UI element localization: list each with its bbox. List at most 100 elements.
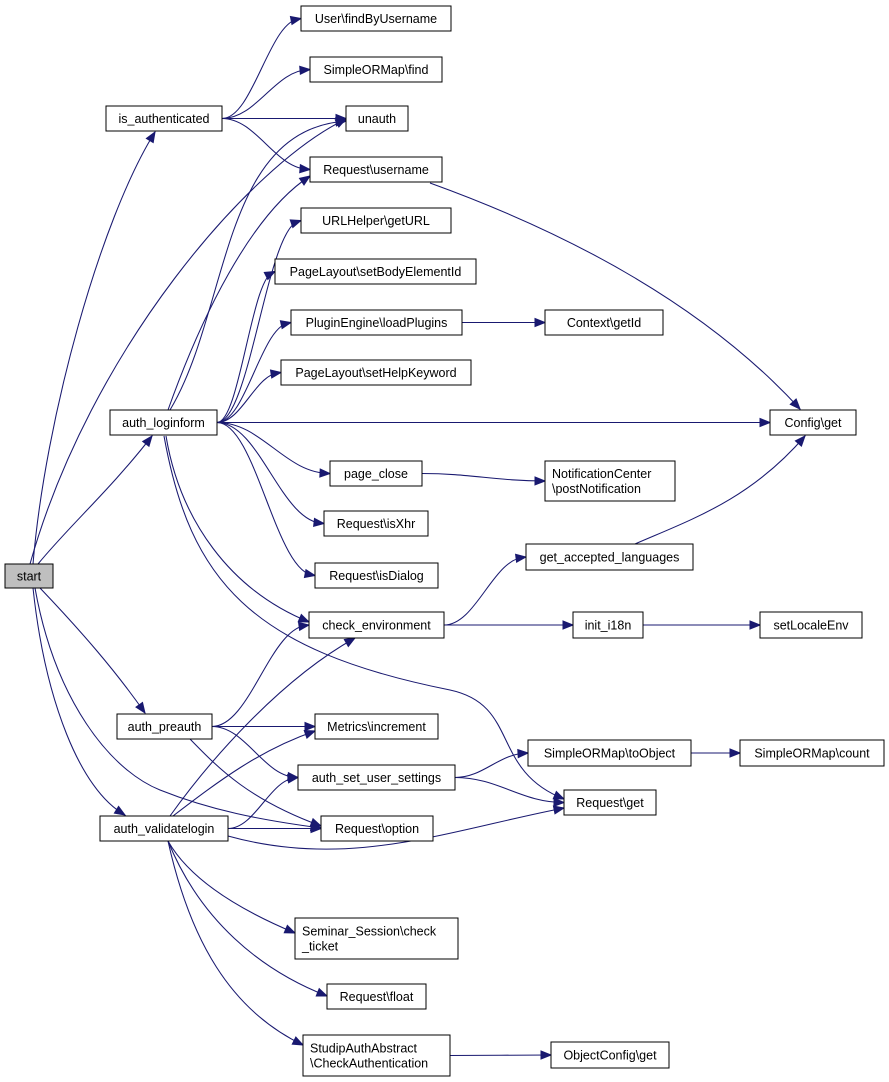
node-box [297, 764, 456, 791]
edge-line [167, 840, 328, 997]
edge-line [216, 421, 325, 525]
node-label: \CheckAuthentication [310, 1057, 428, 1071]
edge-line [454, 752, 529, 779]
node-metrics-increment[interactable]: Metrics\increment [314, 713, 439, 740]
node-urlhelper-geturl[interactable]: URLHelper\getURL [300, 207, 452, 234]
node-label: check_environment [322, 619, 431, 633]
node-box [116, 713, 213, 740]
node-box [525, 543, 694, 571]
node-request-isxhr[interactable]: Request\isXhr [323, 510, 429, 537]
edge-start-to-is-authenticated [32, 130, 156, 565]
node-auth-loginform[interactable]: auth_loginform [109, 409, 218, 436]
edge-line [421, 472, 546, 482]
edge-line [443, 556, 527, 626]
edge-auth-validatelogin-to-seminar-session-check-ticket [167, 840, 297, 934]
node-config-get[interactable]: Config\get [769, 409, 857, 436]
node-box [769, 409, 857, 436]
arrowhead-icon [759, 417, 772, 428]
node-is-authenticated[interactable]: is_authenticated [105, 105, 223, 132]
edge-studipauthabstract-checkauthentication-to-objectconfig-get [449, 1050, 553, 1060]
node-box [302, 1034, 451, 1077]
edge-check-environment-to-get-accepted-languages [443, 553, 528, 626]
node-request-get[interactable]: Request\get [563, 789, 657, 816]
edge-auth-loginform-to-request-get [163, 435, 566, 800]
node-request-isdialog[interactable]: Request\isDialog [314, 562, 439, 589]
arrowhead-icon [749, 620, 762, 630]
node-label: SimpleORMap\find [324, 63, 429, 77]
node-label: User\findByUsername [315, 12, 437, 26]
arrowhead-icon [553, 797, 566, 807]
node-box [544, 309, 664, 336]
node-pagelayout-setbodyelementid[interactable]: PageLayout\setBodyElementId [274, 258, 477, 285]
edge-line [227, 776, 299, 830]
edge-line [449, 1054, 552, 1057]
node-label: Request\isDialog [329, 569, 424, 583]
node-box [314, 713, 439, 740]
edge-start-to-unauth [29, 118, 348, 565]
node-label: unauth [358, 112, 396, 126]
edge-line [211, 624, 310, 728]
node-box [274, 258, 477, 285]
edge-line [227, 807, 565, 850]
edge-page-close-to-notificationcenter-postnotification [421, 472, 547, 486]
node-label: URLHelper\getURL [322, 214, 430, 228]
node-label: Request\username [323, 163, 429, 177]
node-init-i18n[interactable]: init_i18n [572, 611, 644, 639]
arrowhead-icon [289, 219, 303, 229]
node-auth-preauth[interactable]: auth_preauth [116, 713, 213, 740]
node-box [572, 611, 644, 639]
node-objectconfig-get[interactable]: ObjectConfig\get [550, 1041, 670, 1069]
node-seminar-session-check-ticket[interactable]: Seminar_Session\check_ticket [294, 917, 459, 960]
node-pluginengine-loadplugins[interactable]: PluginEngine\loadPlugins [290, 309, 463, 336]
node-box [563, 789, 657, 816]
node-user-findbyusername[interactable]: User\findByUsername [300, 5, 452, 32]
node-box [109, 409, 218, 436]
node-simpleormap-find[interactable]: SimpleORMap\find [309, 56, 443, 83]
node-page-close[interactable]: page_close [329, 460, 423, 487]
node-check-environment[interactable]: check_environment [308, 611, 445, 639]
edge-auth-loginform-to-urlhelper-geturl [216, 219, 303, 424]
node-label: Request\float [340, 990, 414, 1004]
node-simpleormap-toobject[interactable]: SimpleORMap\toObject [527, 739, 692, 767]
arrowhead-icon [313, 517, 326, 528]
node-request-float[interactable]: Request\float [326, 983, 427, 1010]
node-box [326, 983, 427, 1010]
node-label: auth_validatelogin [114, 822, 215, 836]
node-request-username[interactable]: Request\username [309, 156, 443, 183]
node-auth-validatelogin[interactable]: auth_validatelogin [99, 815, 229, 842]
node-setlocaleenv[interactable]: setLocaleEnv [759, 611, 863, 639]
arrowhead-icon [145, 130, 156, 144]
edge-line [37, 435, 153, 565]
edge-is-authenticated-to-user-findbyusername [221, 15, 303, 120]
arrowhead-icon [113, 805, 127, 816]
node-simpleormap-count[interactable]: SimpleORMap\count [739, 739, 885, 767]
node-studipauthabstract-checkauthentication[interactable]: StudipAuthAbstract\CheckAuthentication [302, 1034, 451, 1077]
node-unauth[interactable]: unauth [345, 105, 409, 132]
arrowhead-icon [299, 65, 312, 76]
node-notificationcenter-postnotification[interactable]: NotificationCenter\postNotification [544, 460, 676, 502]
edge-start-to-auth-loginform [37, 434, 153, 565]
edge-auth-loginform-to-request-username [167, 175, 312, 411]
edge-start-to-auth-validatelogin [32, 587, 127, 816]
edge-auth-loginform-to-page-close [216, 421, 332, 478]
arrowhead-icon [534, 317, 547, 328]
arrowhead-icon [304, 721, 317, 732]
arrowhead-icon [552, 790, 566, 800]
node-label: Config\get [785, 416, 843, 430]
node-auth-set-user-settings[interactable]: auth_set_user_settings [297, 764, 456, 791]
node-get-accepted-languages[interactable]: get_accepted_languages [525, 543, 694, 571]
node-box [739, 739, 885, 767]
edge-line [216, 421, 316, 577]
node-box [323, 510, 429, 537]
node-start[interactable]: start [4, 563, 54, 589]
node-label: auth_preauth [128, 720, 202, 734]
node-pagelayout-sethelpkeyword[interactable]: PageLayout\setHelpKeyword [280, 359, 472, 386]
node-label: PluginEngine\loadPlugins [306, 316, 448, 330]
node-request-option[interactable]: Request\option [320, 815, 434, 842]
node-box [99, 815, 229, 842]
edge-line [211, 725, 299, 779]
node-context-getid[interactable]: Context\getId [544, 309, 664, 336]
edge-line [32, 587, 126, 816]
node-box [550, 1041, 670, 1069]
